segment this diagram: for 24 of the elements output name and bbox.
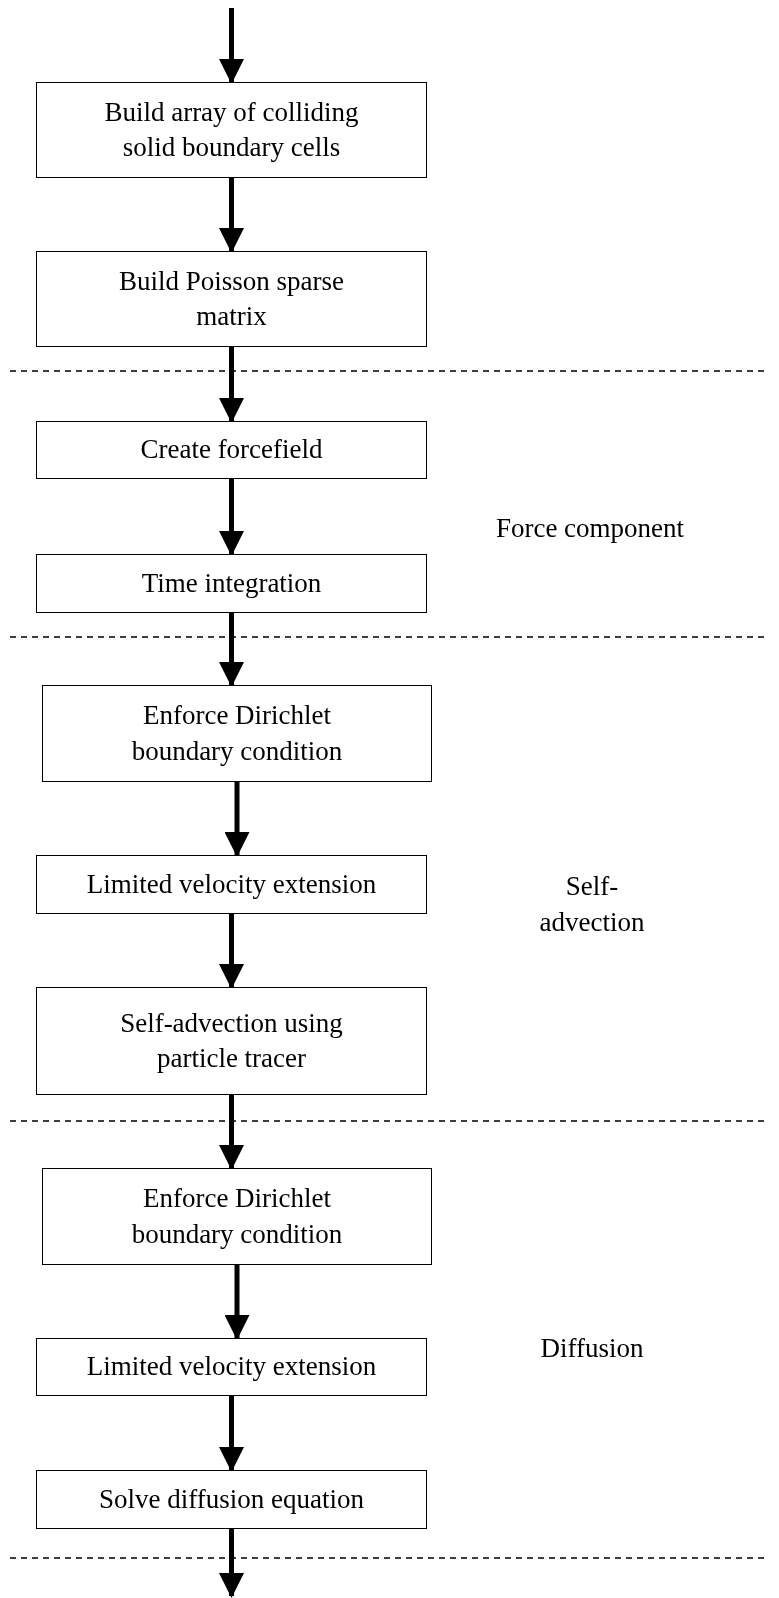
process-box: Time integration: [36, 554, 427, 613]
section-label: Diffusion: [539, 1332, 645, 1365]
arrow: [219, 1529, 244, 1598]
process-box: Enforce Dirichlet boundary condition: [42, 685, 432, 782]
arrow: [219, 347, 244, 423]
section-label: Force component: [495, 512, 685, 545]
arrow: [224, 1265, 250, 1340]
process-box: Build array of colliding solid boundary cells: [36, 82, 427, 178]
process-box: Solve diffusion equation: [36, 1470, 427, 1529]
process-box: Enforce Dirichlet boundary condition: [42, 1168, 432, 1265]
process-box: Limited velocity extension: [36, 1338, 427, 1396]
arrow: [219, 479, 244, 556]
section-label: Self- advection: [538, 870, 646, 940]
arrow: [219, 1095, 244, 1170]
arrow: [219, 914, 244, 989]
arrow: [219, 1396, 244, 1472]
process-box: Limited velocity extension: [36, 855, 427, 914]
process-box: Build Poisson sparse matrix: [36, 251, 427, 347]
process-box: Self-advection using particle tracer: [36, 987, 427, 1095]
arrow: [224, 782, 250, 857]
arrow: [219, 8, 244, 84]
arrow: [219, 178, 244, 253]
process-box: Create forcefield: [36, 421, 427, 479]
arrow: [219, 613, 244, 687]
